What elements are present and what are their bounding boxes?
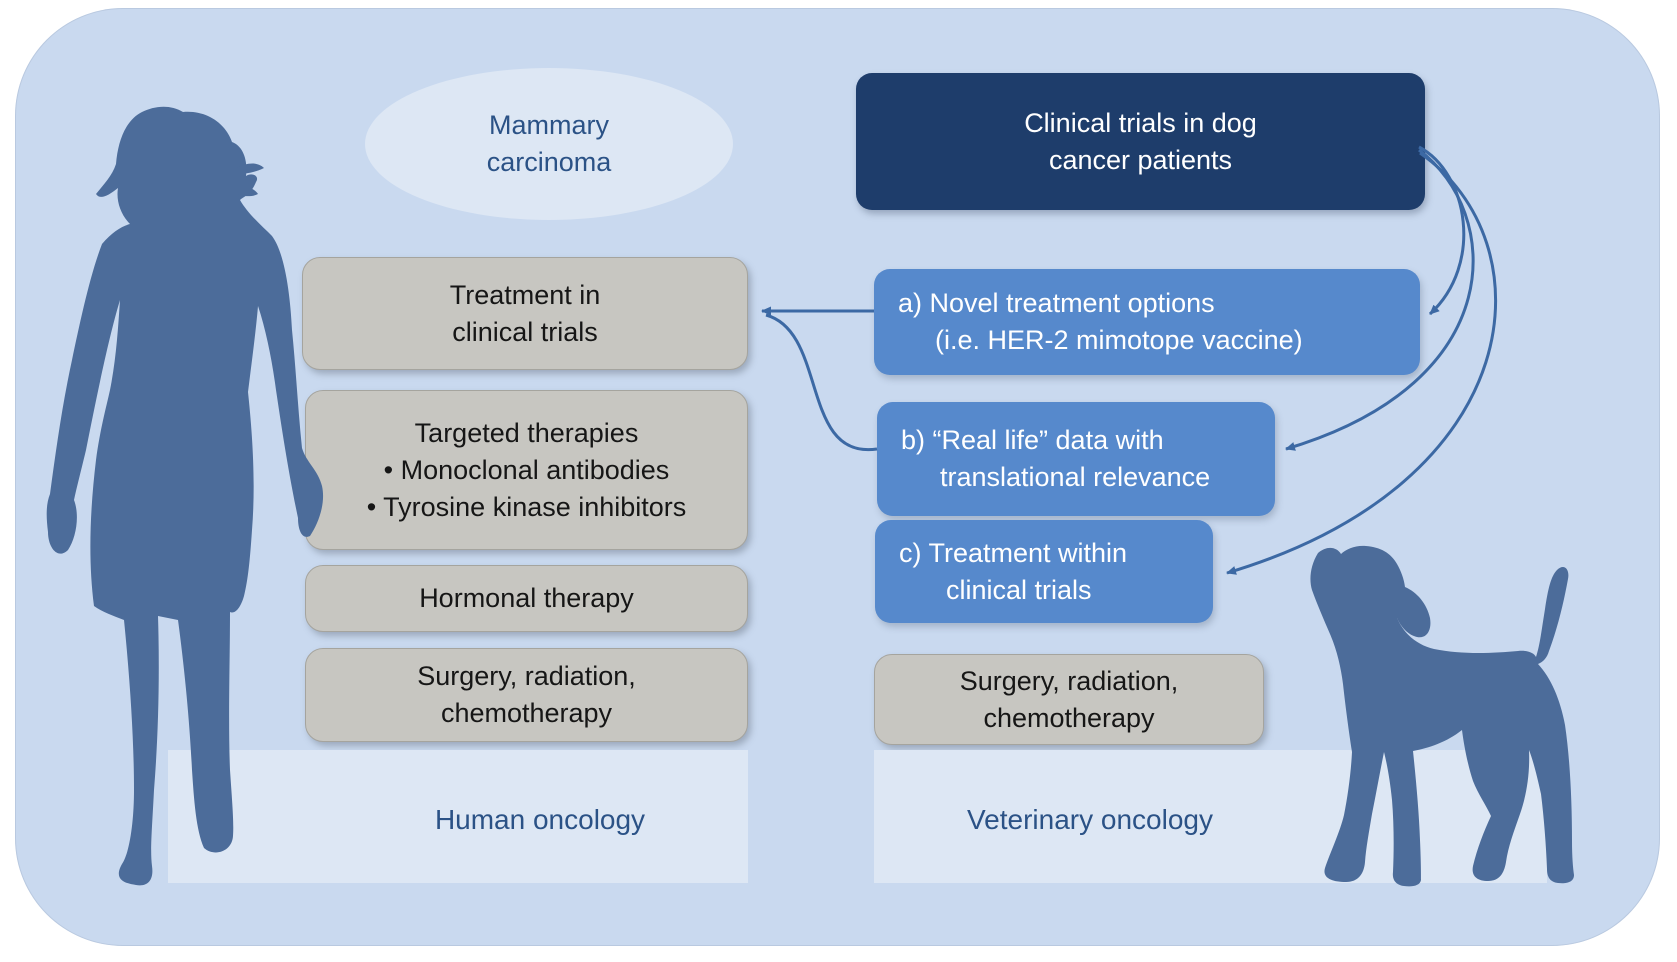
option-c-line2: clinical trials: [946, 574, 1092, 605]
targeted-therapies-bullet1: • Monoclonal antibodies: [383, 454, 670, 485]
clinical-trials-dog-box: Clinical trials in dog cancer patients: [856, 73, 1425, 210]
option-c-line1: c) Treatment within: [899, 537, 1128, 568]
novel-treatment-options-box: a) Novel treatment options (i.e. HER-2 m…: [874, 269, 1420, 375]
mammary-carcinoma-line2: carcinoma: [486, 147, 612, 177]
treatment-within-trials-box: c) Treatment within clinical trials: [875, 520, 1213, 623]
human-oncology-label: Human oncology: [434, 804, 646, 835]
hormonal-therapy-line: Hormonal therapy: [419, 583, 634, 613]
option-b-line2: translational relevance: [940, 462, 1211, 492]
clinical-trials-dog-line1: Clinical trials in dog: [1024, 107, 1257, 138]
surgery-human-line2: chemotherapy: [440, 698, 613, 728]
treatment-in-clinical-trials-box: Treatment in clinical trials: [302, 257, 748, 370]
surgery-vet-line1: Surgery, radiation,: [959, 665, 1179, 696]
treatment-trials-line2: clinical trials: [452, 316, 598, 347]
targeted-therapies-box: Targeted therapies • Monoclonal antibodi…: [305, 390, 748, 550]
surgery-radiation-chemo-vet-box: Surgery, radiation, chemotherapy: [874, 654, 1264, 745]
surgery-radiation-chemo-human-box: Surgery, radiation, chemotherapy: [305, 648, 748, 742]
surgery-vet-line2: chemotherapy: [983, 702, 1155, 733]
option-a-line1: a) Novel treatment options: [898, 288, 1215, 318]
surgery-human-line1: Surgery, radiation,: [417, 661, 636, 691]
real-life-data-box: b) “Real life” data with translational r…: [877, 402, 1275, 516]
targeted-therapies-bullet2: • Tyrosine kinase inhibitors: [366, 491, 687, 522]
treatment-trials-line1: Treatment in: [449, 279, 601, 310]
hormonal-therapy-box: Hormonal therapy: [305, 565, 748, 632]
option-b-line1: b) “Real life” data with: [901, 425, 1164, 455]
mammary-carcinoma-line1: Mammary: [489, 110, 609, 140]
veterinary-oncology-label: Veterinary oncology: [967, 804, 1213, 835]
clinical-trials-dog-line2: cancer patients: [1048, 144, 1233, 175]
mammary-carcinoma-ellipse: Mammary carcinoma: [365, 68, 733, 220]
targeted-therapies-title: Targeted therapies: [414, 417, 639, 448]
option-a-line2: (i.e. HER-2 mimotope vaccine): [935, 325, 1303, 355]
